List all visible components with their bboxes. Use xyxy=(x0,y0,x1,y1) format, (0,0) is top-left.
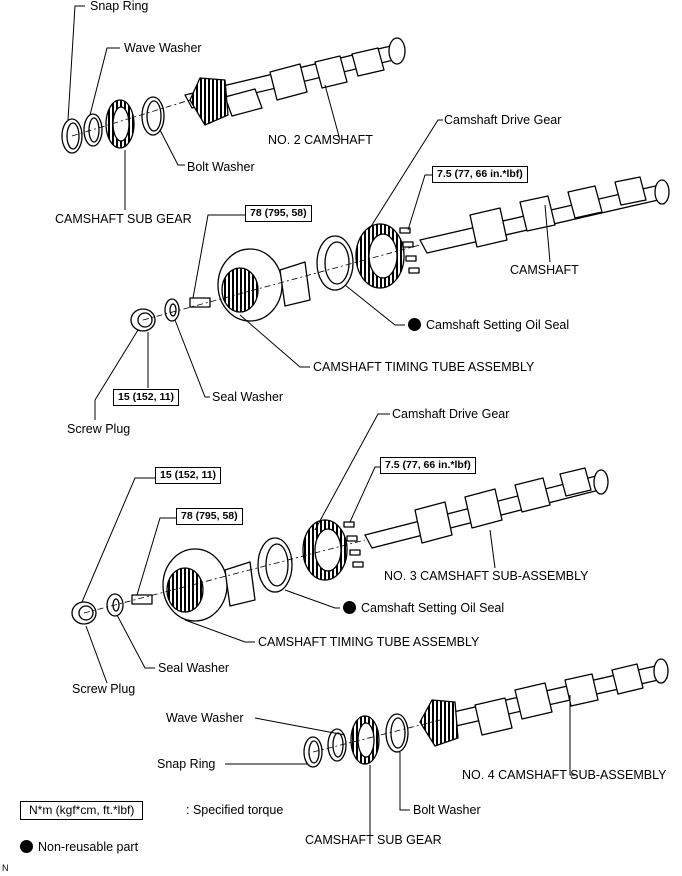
legend-nonreusable: Non-reusable part xyxy=(20,840,138,854)
camshaft-drive-gear-2 xyxy=(302,519,348,581)
no4-camshaft-part xyxy=(419,658,669,747)
label-camshaft-sub-gear-1: CAMSHAFT SUB GEAR xyxy=(55,212,192,226)
label-timing-tube-2: CAMSHAFT TIMING TUBE ASSEMBLY xyxy=(258,635,480,649)
no3-camshaft-part xyxy=(364,467,609,549)
label-snap-ring-1: Snap Ring xyxy=(90,0,149,13)
label-camshaft-drive-gear-1: Camshaft Drive Gear xyxy=(444,113,562,127)
label-bolt-washer-1: Bolt Washer xyxy=(187,160,255,174)
label-seal-washer-2: Seal Washer xyxy=(158,661,230,675)
camshaft-sub-gear-2 xyxy=(350,715,380,765)
label-timing-tube-1: CAMSHAFT TIMING TUBE ASSEMBLY xyxy=(313,360,535,374)
label-wave-washer-2: Wave Washer xyxy=(166,711,244,725)
label-camshaft-sub-gear-2: CAMSHAFT SUB GEAR xyxy=(305,833,442,847)
label-camshaft: CAMSHAFT xyxy=(510,263,579,277)
leader-lines xyxy=(67,5,575,840)
nonreusable-dot-icon xyxy=(343,601,356,614)
bolt-1 xyxy=(189,297,211,308)
corner-mark: N xyxy=(2,863,9,873)
nonreusable-dot-icon xyxy=(20,840,33,853)
no2-camshaft-part xyxy=(184,37,406,126)
label-oil-seal-2: Camshaft Setting Oil Seal xyxy=(343,601,504,615)
bolt-2 xyxy=(131,594,153,605)
torque-plug-1: 15 (152, 11) xyxy=(113,389,180,406)
oil-seal-2 xyxy=(257,537,293,593)
torque-tube-1: 78 (795, 58) xyxy=(245,205,312,222)
label-no2-camshaft: NO. 2 CAMSHAFT xyxy=(268,133,373,147)
timing-tube-2 xyxy=(162,548,256,622)
label-screw-plug-1: Screw Plug xyxy=(67,422,131,436)
screw-plug-1 xyxy=(130,308,156,332)
label-bolt-washer-2: Bolt Washer xyxy=(413,803,481,817)
legend-nonreusable-text: Non-reusable part xyxy=(38,840,139,854)
drive-gear-bolts-2 xyxy=(343,521,364,568)
nonreusable-dot-icon xyxy=(408,318,421,331)
label-camshaft-drive-gear-2: Camshaft Drive Gear xyxy=(392,407,510,421)
drive-gear-bolts-1 xyxy=(399,227,420,274)
timing-tube-1 xyxy=(217,248,311,322)
oil-seal-1 xyxy=(316,235,354,291)
torque-plug-2: 15 (152, 11) xyxy=(155,467,222,484)
legend-torque-desc: : Specified torque xyxy=(186,803,284,817)
label-no3-camshaft: NO. 3 CAMSHAFT SUB-ASSEMBLY xyxy=(384,569,589,583)
label-seal-washer-1: Seal Washer xyxy=(212,390,284,404)
label-oil-seal-2-text: Camshaft Setting Oil Seal xyxy=(361,601,505,615)
label-oil-seal-1-text: Camshaft Setting Oil Seal xyxy=(426,318,570,332)
wave-washer-2 xyxy=(327,728,347,762)
label-screw-plug-2: Screw Plug xyxy=(72,682,136,696)
bolt-washer-1 xyxy=(141,96,165,136)
camshaft-sub-gear-1 xyxy=(105,99,135,149)
label-no4-camshaft: NO. 4 CAMSHAFT SUB-ASSEMBLY xyxy=(462,768,667,782)
bolt-washer-2 xyxy=(385,713,409,753)
label-oil-seal-1: Camshaft Setting Oil Seal xyxy=(408,318,569,332)
label-wave-washer-1: Wave Washer xyxy=(124,41,202,55)
legend-torque-box: N*m (kgf*cm, ft.*lbf) xyxy=(20,801,144,820)
camshaft-part xyxy=(419,176,670,254)
torque-tube-2: 78 (795, 58) xyxy=(176,508,243,525)
torque-bolt-1: 7.5 (77, 66 in.*lbf) xyxy=(432,166,528,183)
camshaft-drive-gear-1 xyxy=(355,223,405,289)
wave-washer-1 xyxy=(83,113,103,147)
axis-lines xyxy=(71,99,441,753)
torque-bolt-2: 7.5 (77, 66 in.*lbf) xyxy=(380,457,476,474)
label-snap-ring-2: Snap Ring xyxy=(157,757,216,771)
seal-washer-1 xyxy=(164,298,180,322)
